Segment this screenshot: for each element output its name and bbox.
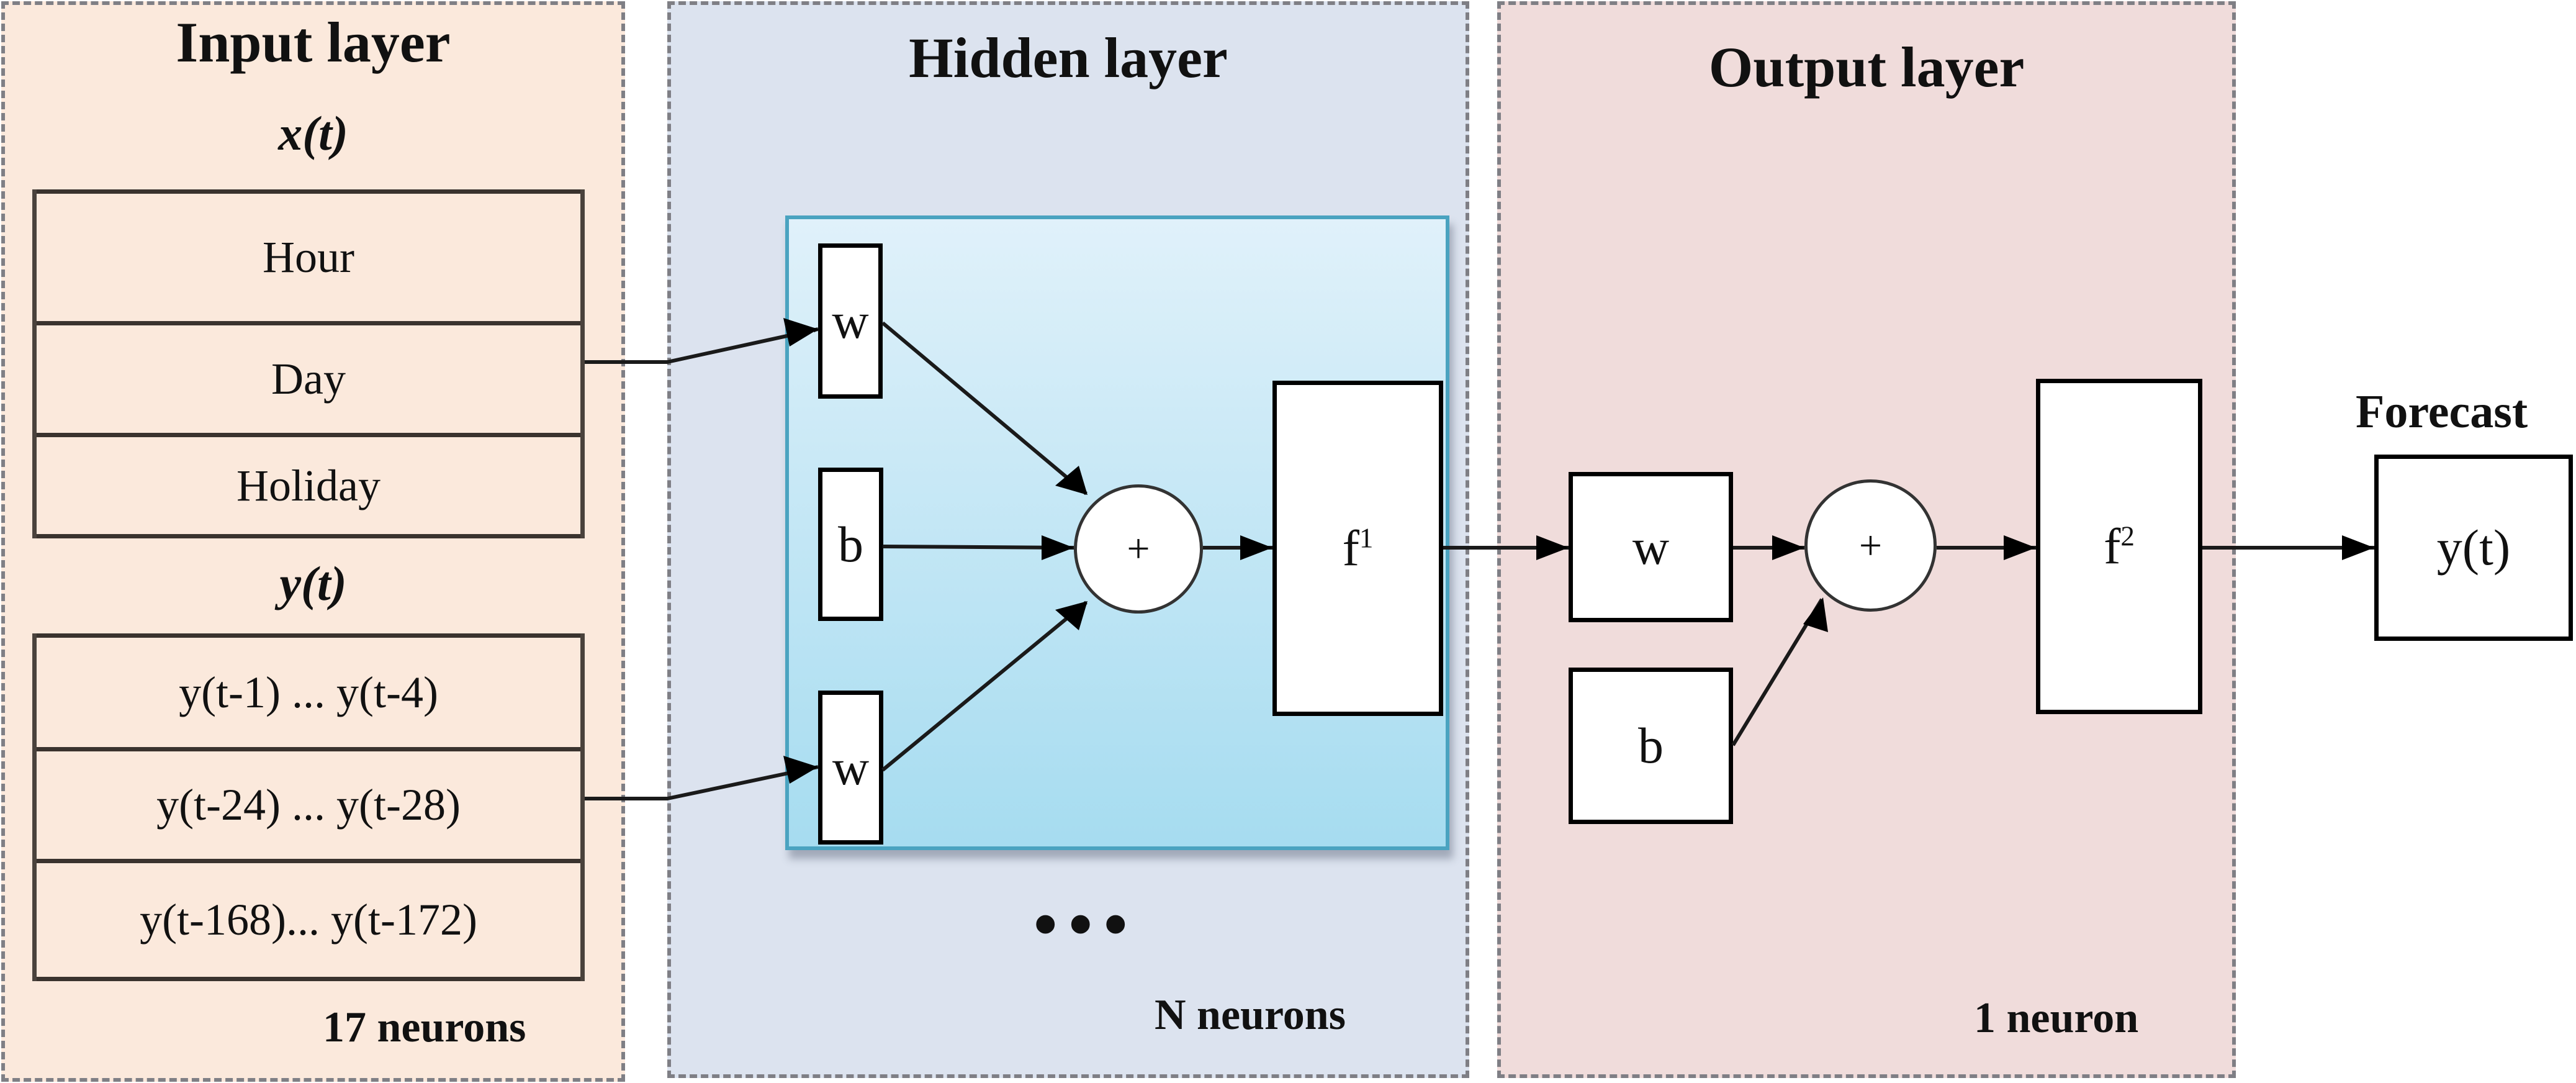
input-item-hour: Hour [37, 189, 580, 321]
output-activation-box: f2 [2036, 379, 2202, 714]
output-activation-symbol: f [2104, 518, 2121, 574]
x-input-label: x(t) [278, 106, 348, 160]
x-input-stack: Hour Day Holiday [32, 189, 585, 538]
input-neuron-count: 17 neurons [323, 1004, 526, 1051]
hidden-weight-top-label: w [832, 292, 869, 349]
forecast-output-label: y(t) [2436, 519, 2511, 576]
y-input-stack: y(t-1) ... y(t-4) y(t-24) ... y(t-28) y(… [32, 633, 585, 981]
input-item-lag-24-28: y(t-24) ... y(t-28) [37, 747, 580, 859]
y-input-label: y(t) [279, 556, 347, 610]
hidden-weight-bottom-box: w [818, 691, 883, 845]
output-sum-node: + [1804, 479, 1937, 612]
output-activation-label: f2 [2104, 517, 2135, 576]
hidden-neuron-count: N neurons [1155, 991, 1346, 1039]
forecast-output-box: y(t) [2374, 455, 2573, 641]
hidden-activation-symbol: f [1342, 520, 1359, 576]
output-neuron-count: 1 neuron [1974, 994, 2139, 1042]
hidden-weight-top-box: w [818, 243, 883, 399]
output-sum-label: + [1858, 522, 1883, 568]
input-item-holiday: Holiday [37, 433, 580, 538]
hidden-activation-box: f1 [1272, 381, 1443, 716]
hidden-activation-index: 1 [1359, 522, 1374, 554]
output-activation-index: 2 [2120, 520, 2135, 552]
hidden-sum-label: + [1127, 526, 1150, 571]
output-bias-box: b [1569, 668, 1733, 824]
input-item-lag-1-4: y(t-1) ... y(t-4) [37, 633, 580, 747]
hidden-weight-bottom-label: w [832, 739, 870, 795]
input-item-lag-168-172: y(t-168)... y(t-172) [37, 859, 580, 981]
input-item-day: Day [37, 321, 580, 433]
hidden-sum-node: + [1074, 484, 1203, 614]
output-weight-box: w [1569, 472, 1733, 622]
input-layer-panel [1, 1, 625, 1082]
hidden-activation-label: f1 [1343, 519, 1374, 578]
arrowhead-forecast [2342, 535, 2374, 560]
hidden-bias-label: b [838, 515, 863, 573]
hidden-bias-box: b [818, 468, 883, 621]
output-layer-title: Output layer [1708, 35, 2025, 99]
hidden-layer-title: Hidden layer [909, 26, 1228, 89]
input-layer-title: Input layer [176, 11, 451, 74]
output-bias-label: b [1638, 717, 1664, 774]
forecast-label: Forecast [2356, 386, 2528, 438]
more-neurons-ellipsis: ••• [1034, 886, 1139, 962]
output-weight-label: w [1632, 519, 1670, 575]
